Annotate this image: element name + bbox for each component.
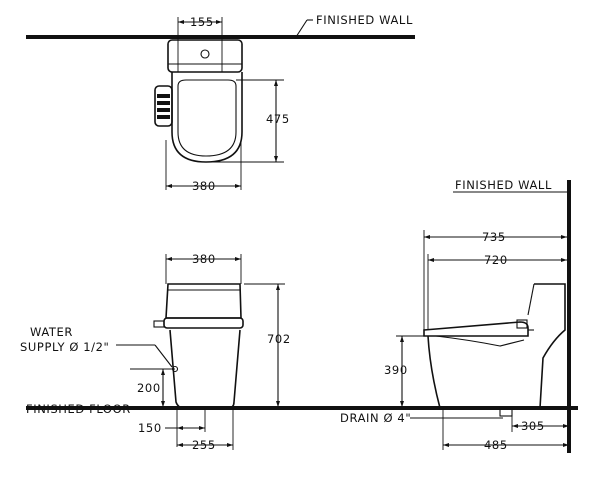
water-supply-label-line2: SUPPLY Ø 1/2" xyxy=(20,340,109,354)
water-supply-leader xyxy=(154,344,173,368)
bowl-side-front xyxy=(427,335,441,409)
seat-front xyxy=(163,317,244,329)
control-panel-front xyxy=(153,320,165,328)
bowl-outline-top xyxy=(171,72,243,163)
dim-485-side: 485 xyxy=(484,438,508,452)
dim-702-front: 702 xyxy=(267,332,291,346)
dim-255-front: 255 xyxy=(192,438,216,452)
dim-475-top: 475 xyxy=(266,112,290,126)
finished-wall-label-top: FINISHED WALL xyxy=(316,13,413,27)
dim-155-top: 155 xyxy=(190,15,214,29)
flush-button-icon xyxy=(200,49,210,59)
finished-wall-label-side: FINISHED WALL xyxy=(455,178,552,192)
drain-label: DRAIN Ø 4" xyxy=(340,411,411,425)
dim-390-side: 390 xyxy=(384,363,408,377)
finished-wall-leader-top xyxy=(295,19,308,38)
dim-380-front: 380 xyxy=(192,252,216,266)
seat-side xyxy=(423,321,529,337)
tank-front xyxy=(165,283,242,319)
tank-top-view xyxy=(167,39,243,73)
seat-outline-top xyxy=(177,79,237,157)
control-panel-icon xyxy=(154,85,173,127)
dim-200-front: 200 xyxy=(137,381,161,395)
dim-305-side: 305 xyxy=(521,419,545,433)
bowl-front xyxy=(169,329,241,409)
top-view: FINISHED WALL 155 475 380 xyxy=(26,13,415,193)
water-supply-label-line1: WATER xyxy=(30,325,73,339)
front-view: 380 702 WATER SUPPLY Ø 1/2" 200 FINISHED… xyxy=(20,252,578,452)
side-view: FINISHED WALL 735 720 390 DRAIN Ø 4" xyxy=(340,178,571,453)
control-panel-side xyxy=(516,319,528,329)
dim-150-front: 150 xyxy=(138,421,162,435)
dim-720-side: 720 xyxy=(484,253,508,267)
finished-floor-label: FINISHED FLOOR xyxy=(26,402,131,416)
dim-735-side: 735 xyxy=(482,230,506,244)
tank-side xyxy=(534,283,566,409)
dim-380-top: 380 xyxy=(192,179,216,193)
